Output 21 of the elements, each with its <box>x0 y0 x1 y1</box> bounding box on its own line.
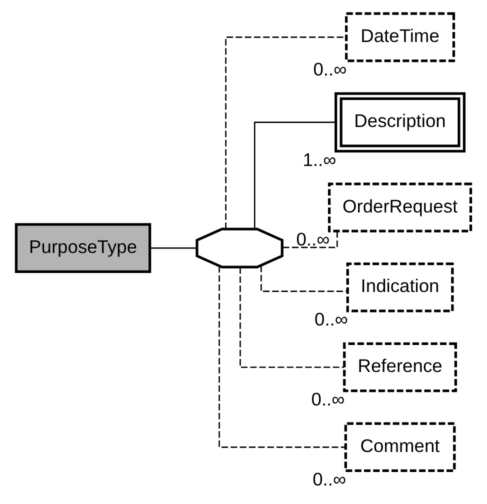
connector <box>260 266 348 292</box>
node-label: 0..∞ <box>296 228 330 250</box>
node-label: 1..∞ <box>302 148 336 170</box>
node-box: Comment <box>344 422 456 472</box>
node-label: 0..∞ <box>311 388 345 410</box>
connector <box>225 36 346 229</box>
connector <box>254 122 336 229</box>
connector <box>240 267 344 368</box>
node-box: PurposeType <box>14 223 152 273</box>
node-box: Reference <box>343 342 457 392</box>
node-label: 0..∞ <box>313 58 347 80</box>
node-octagon <box>196 228 284 268</box>
node-box: Indication <box>346 262 454 312</box>
connector <box>218 266 346 448</box>
node-box: OrderRequest <box>328 182 472 232</box>
node-box: DateTime <box>345 12 456 62</box>
connector <box>282 231 338 248</box>
connector <box>150 247 197 249</box>
node-box: Description <box>334 92 466 152</box>
node-label: 0..∞ <box>312 468 346 490</box>
node-label: 0..∞ <box>314 308 348 330</box>
